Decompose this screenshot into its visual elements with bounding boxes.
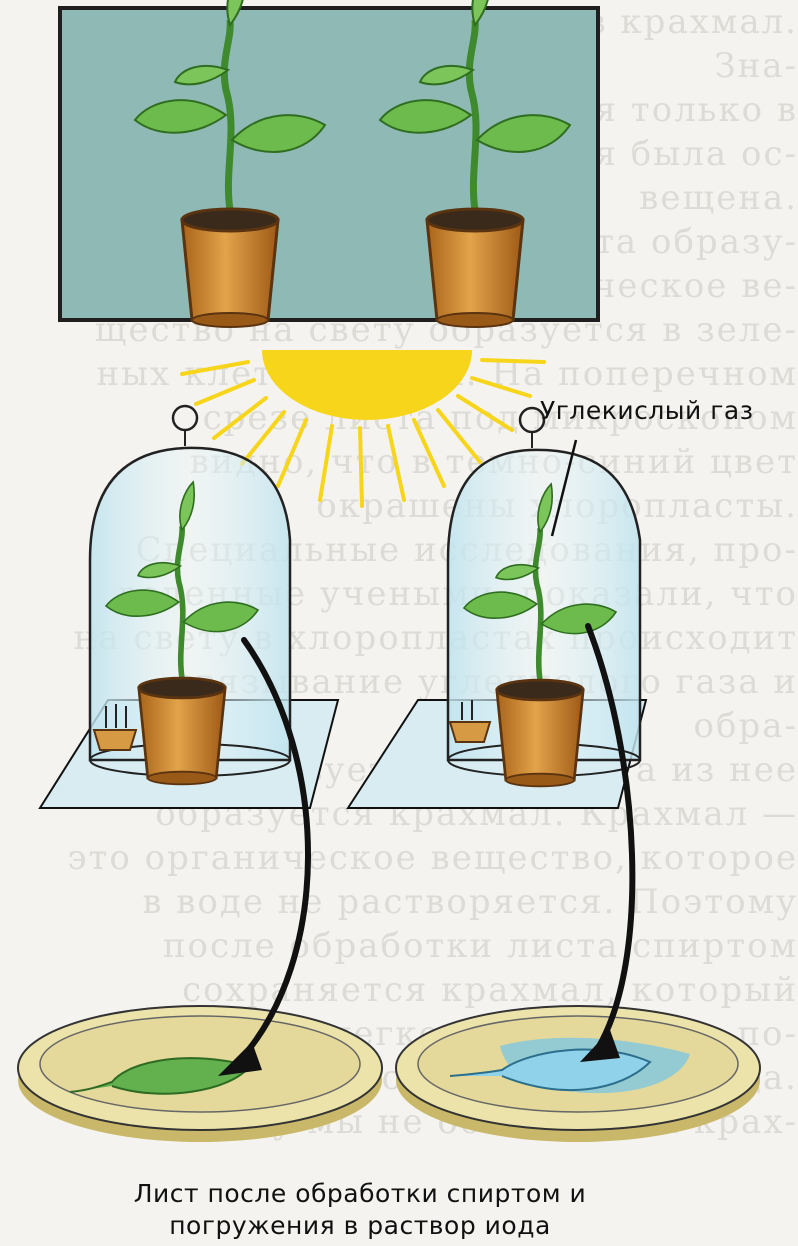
left-petri-dish [18, 1006, 382, 1142]
caption: Лист после обработки спиртом и погружени… [80, 1178, 640, 1242]
right-bell-jar [348, 408, 646, 808]
caption-line-2: погружения в раствор иода [80, 1210, 640, 1242]
co2-label: Углекислый газ [540, 396, 753, 425]
right-petri-dish [396, 1006, 760, 1142]
caption-line-1: Лист после обработки спиртом и [80, 1178, 640, 1210]
